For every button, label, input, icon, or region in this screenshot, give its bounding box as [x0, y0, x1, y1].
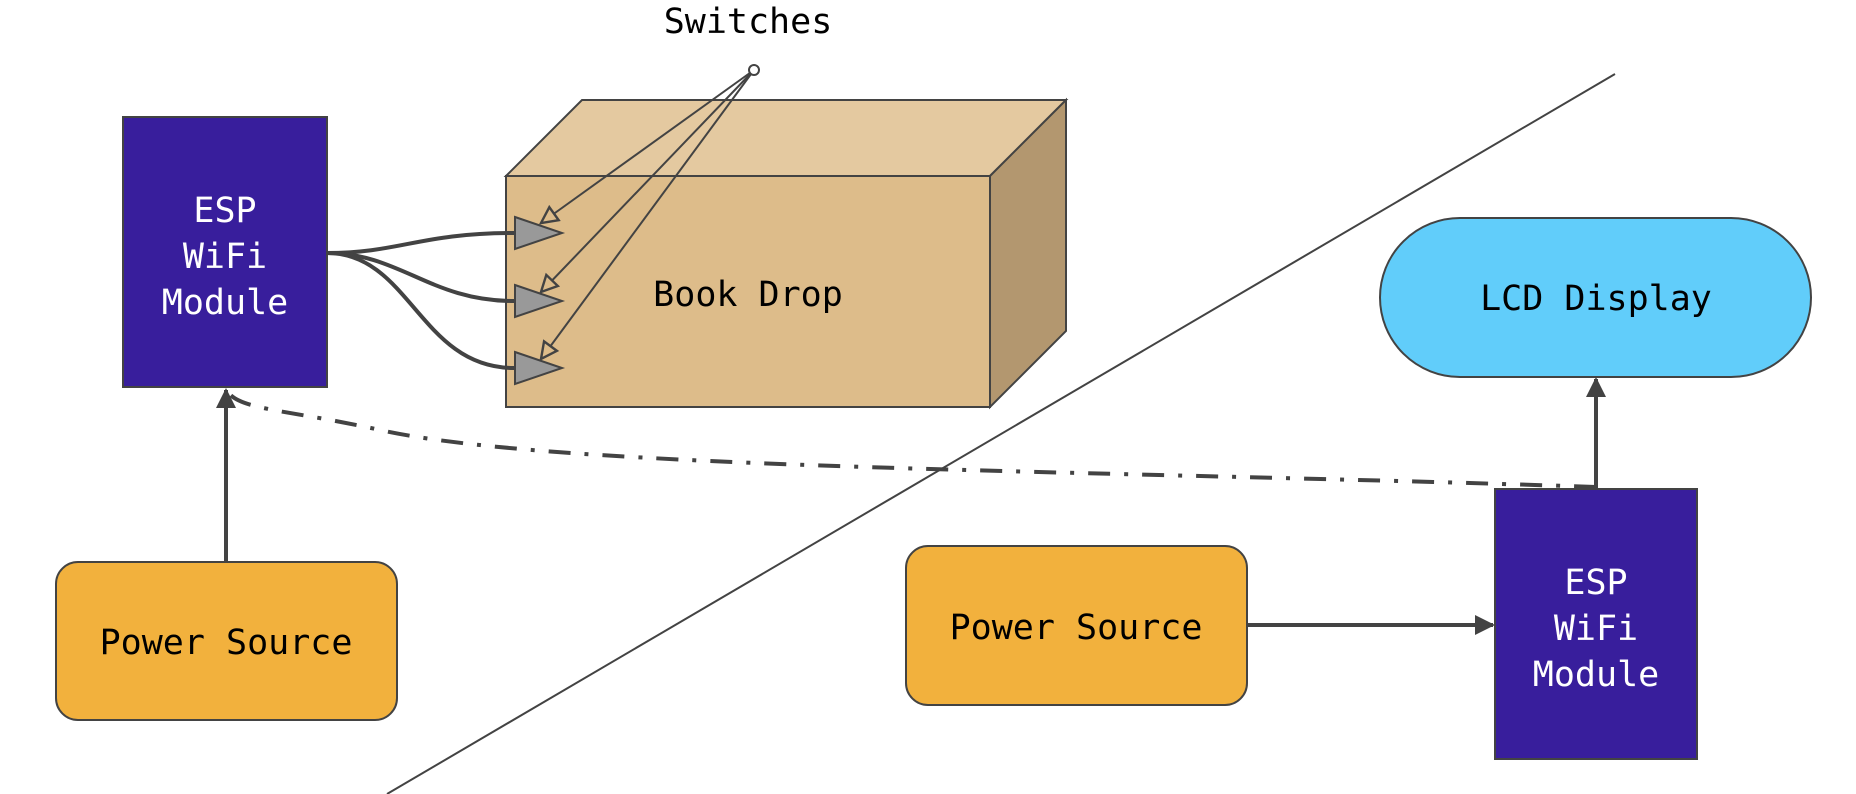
book-drop-box: Book Drop [503, 97, 1069, 410]
right-esp-module-box [1494, 488, 1698, 760]
right-esp-label-line-3: Module [1533, 655, 1659, 695]
switches-pointer-2 [541, 69, 755, 292]
right-power-source-label: Power Source [950, 608, 1203, 648]
wire-to-switch-2 [326, 251, 515, 303]
right-esp-label-line-1: ESP [1564, 563, 1627, 603]
switch-3 [514, 350, 566, 386]
left-power-source: Power Source [55, 561, 398, 721]
left-esp-label-line-1: ESP [193, 191, 256, 231]
wire-to-switch-1 [326, 231, 515, 255]
right-power-source: Power Source [905, 545, 1248, 706]
switches-label: Switches [664, 2, 833, 42]
book-drop-label: Book Drop [653, 275, 843, 315]
wifi-link-arrow [226, 390, 1597, 489]
left-esp-module: ESP WiFi Module [122, 116, 328, 388]
left-power-source-label: Power Source [100, 623, 353, 663]
switches-pointer-3 [541, 69, 755, 359]
left-esp-label-line-3: Module [162, 283, 288, 323]
left-esp-label-line-2: WiFi [183, 237, 267, 277]
divider-line [386, 73, 1616, 794]
book-drop-top-face [503, 99, 1069, 177]
wire-to-switch-3 [326, 251, 515, 370]
switch-2 [514, 283, 566, 319]
right-esp-module: ESP WiFi Module [1494, 488, 1698, 760]
switch-1 [514, 215, 566, 251]
book-drop-front-face [505, 175, 991, 408]
switches-callout-anchor [748, 64, 760, 76]
lcd-display: LCD Display [1379, 217, 1812, 378]
switches-pointer-1 [541, 69, 755, 223]
lcd-display-label: LCD Display [1480, 279, 1712, 319]
left-esp-module-box [122, 116, 328, 388]
right-esp-label-line-2: WiFi [1554, 609, 1638, 649]
